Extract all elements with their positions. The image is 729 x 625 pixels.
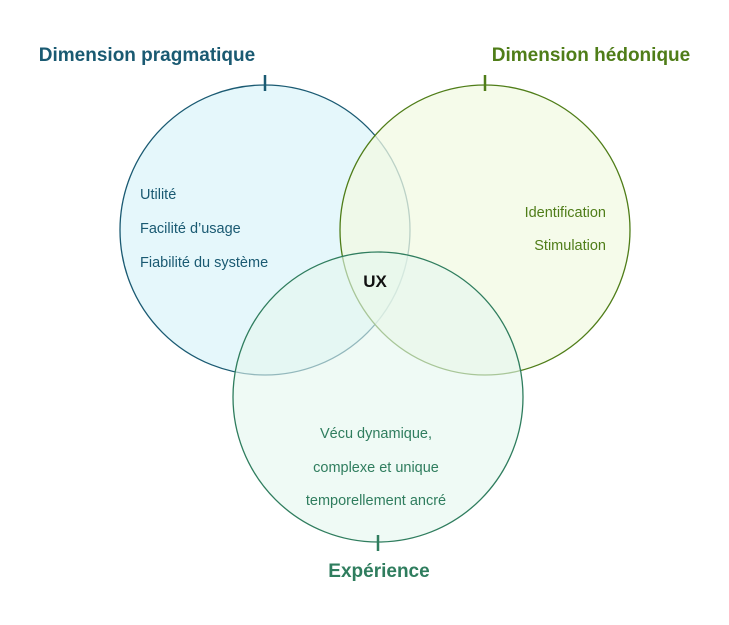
hedonic-title: Dimension hédonique (492, 45, 690, 66)
experience-title: Expérience (328, 561, 429, 582)
hedonic-item: Identification (525, 205, 606, 221)
ux-center-label: UX (363, 272, 387, 291)
hedonic-item: Stimulation (534, 238, 606, 254)
pragmatic-title: Dimension pragmatique (39, 45, 255, 66)
pragmatic-item: Facilité d’usage (140, 221, 241, 237)
pragmatic-item: Utilité (140, 187, 176, 203)
experience-item: temporellement ancré (306, 493, 446, 509)
experience-item: Vécu dynamique, (320, 426, 432, 442)
pragmatic-item: Fiabilité du système (140, 255, 268, 271)
experience-item: complexe et unique (313, 460, 439, 476)
